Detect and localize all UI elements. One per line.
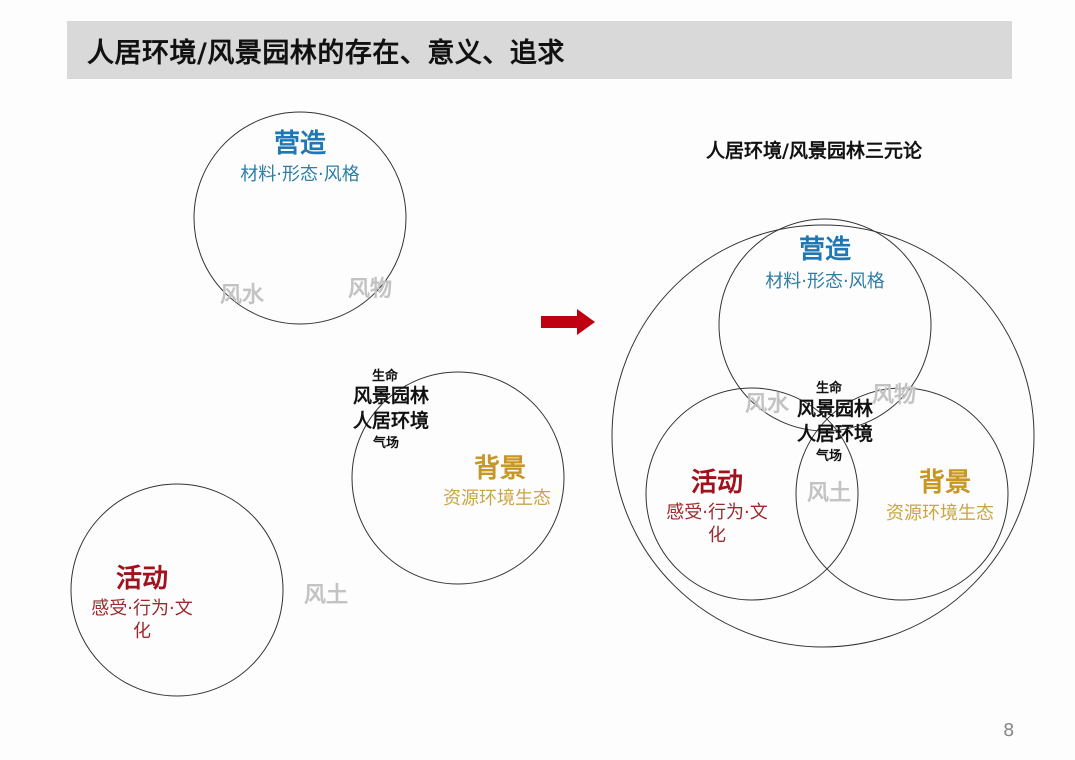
activity-title-right: 活动 bbox=[690, 468, 744, 498]
background-title-left: 背景 bbox=[473, 454, 527, 484]
core-bottom-right: 气场 bbox=[815, 449, 843, 464]
core-line1-left: 风景园林 bbox=[352, 385, 430, 407]
background-circle-right bbox=[795, 387, 1009, 601]
activity-circle-left bbox=[70, 483, 284, 697]
activity-circle-right bbox=[645, 387, 859, 601]
right-arrow-icon bbox=[541, 309, 595, 335]
construction-subtitle-right: 材料·形态·风格 bbox=[765, 271, 885, 292]
background-circle-left bbox=[351, 371, 565, 585]
construction-title-right: 营造 bbox=[798, 235, 852, 265]
core-line1-right: 风景园林 bbox=[796, 398, 874, 420]
fengtu-label-right: 风土 bbox=[806, 481, 852, 506]
activity-subtitle-left-1: 感受·行为·文 bbox=[91, 598, 193, 619]
outer-circle bbox=[611, 224, 1035, 648]
construction-circle-left bbox=[193, 111, 407, 325]
construction-subtitle-left: 材料·形态·风格 bbox=[240, 164, 360, 185]
activity-title-left: 活动 bbox=[115, 564, 169, 594]
fengshui-label-left: 风水 bbox=[219, 283, 265, 308]
fengtu-label-left: 风土 bbox=[303, 583, 349, 608]
background-subtitle-right: 资源环境生态 bbox=[886, 503, 994, 524]
fengwu-label-right: 风物 bbox=[871, 383, 917, 408]
core-line2-left: 人居环境 bbox=[352, 410, 430, 432]
triad-title: 人居环境/风景园林三元论 bbox=[706, 140, 922, 162]
title-bar: 人居环境/风景园林的存在、意义、追求 bbox=[67, 21, 1012, 79]
page-title: 人居环境/风景园林的存在、意义、追求 bbox=[87, 38, 565, 69]
core-top-left: 生命 bbox=[371, 369, 399, 384]
fengwu-label-left: 风物 bbox=[347, 277, 393, 302]
page-number: 8 bbox=[1003, 720, 1015, 741]
activity-subtitle-right-2: 化 bbox=[708, 525, 726, 546]
core-line2-right: 人居环境 bbox=[796, 423, 874, 445]
background-title-right: 背景 bbox=[918, 468, 972, 498]
core-top-right: 生命 bbox=[815, 381, 843, 396]
fengshui-label-right: 风水 bbox=[744, 392, 790, 417]
activity-subtitle-right-1: 感受·行为·文 bbox=[666, 502, 768, 523]
core-bottom-left: 气场 bbox=[372, 436, 400, 451]
construction-circle-right bbox=[718, 218, 932, 432]
background-subtitle-left: 资源环境生态 bbox=[443, 488, 551, 509]
activity-subtitle-left-2: 化 bbox=[133, 621, 151, 642]
construction-title-left: 营造 bbox=[273, 129, 327, 159]
